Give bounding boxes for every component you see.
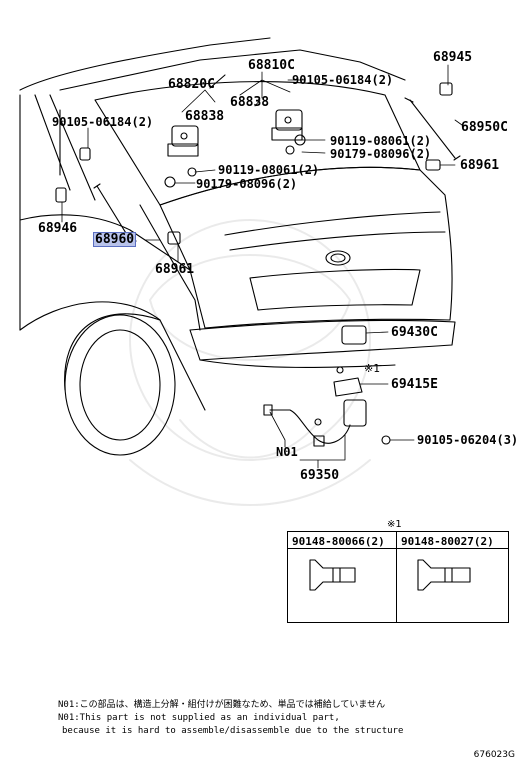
footnote-english-2: because it is hard to assemble/disassemb… xyxy=(62,726,404,736)
part-label-69430c[interactable]: 69430C xyxy=(391,325,438,340)
wire-harness xyxy=(269,409,351,444)
part-label-68950c[interactable]: 68950C xyxy=(461,120,508,135)
hatch-panel xyxy=(159,166,453,329)
screw-icon xyxy=(309,559,356,591)
part-label-69350[interactable]: 69350 xyxy=(300,468,340,483)
nut-icon xyxy=(164,176,176,188)
part-label-90119-08061-right[interactable]: 90119-08061(2) xyxy=(330,134,432,148)
leader-lines xyxy=(61,64,463,469)
part-label-68838-left[interactable]: 68838 xyxy=(185,109,225,124)
part-label-68961-right[interactable]: 68961 xyxy=(460,158,500,173)
part-label-90179-08096-left[interactable]: 90179-08096(2) xyxy=(196,177,298,191)
hatch-top-edge xyxy=(59,49,406,91)
part-label-68820c[interactable]: 68820C xyxy=(168,77,215,92)
footnote-japanese: N01:この部品は、構造上分解・組付けが困難なため、単品では補給していません xyxy=(58,700,386,710)
part-label-68961-left[interactable]: 68961 xyxy=(155,262,195,277)
table-mark: ※1 xyxy=(387,519,402,530)
part-label-90105-06184-left[interactable]: 90105-06184(2) xyxy=(52,115,154,129)
part-label-68946[interactable]: 68946 xyxy=(38,221,78,236)
table-header-divider xyxy=(288,548,508,549)
table-divider xyxy=(396,532,397,622)
hinge-left xyxy=(167,74,226,157)
part-label-90179-08096-right[interactable]: 90179-08096(2) xyxy=(330,147,432,161)
footnote-english-1: N01:This part is not supplied as an indi… xyxy=(58,713,340,723)
watermark xyxy=(129,219,371,506)
part-label-90119-08061-left[interactable]: 90119-08061(2) xyxy=(218,163,320,177)
parts-table: 90148-80066(2) 90148-80027(2) xyxy=(287,531,509,623)
hinge-right xyxy=(271,109,303,141)
strut-right xyxy=(404,82,461,171)
tail-light xyxy=(139,204,201,331)
part-label-68960-highlighted[interactable]: 68960 xyxy=(92,232,137,247)
table-header-90148-80066[interactable]: 90148-80066(2) xyxy=(292,535,385,548)
rear-wheel xyxy=(64,314,176,456)
roof-line xyxy=(19,37,271,91)
body-side xyxy=(19,94,191,331)
part-label-90105-06204[interactable]: 90105-06204(3) xyxy=(417,433,519,447)
table-header-90148-80027[interactable]: 90148-80027(2) xyxy=(401,535,494,548)
part-label-68945[interactable]: 68945 xyxy=(433,50,473,65)
part-label-n01: N01 xyxy=(276,445,298,459)
part-label-90105-06184-right[interactable]: 90105-06184(2) xyxy=(292,73,394,87)
hatch-inner-line-2 xyxy=(229,231,446,251)
lock-assembly xyxy=(333,325,391,445)
part-label-68810c[interactable]: 68810C xyxy=(248,58,295,73)
diagram-code: 676023G xyxy=(473,750,515,760)
screw-icon xyxy=(417,559,471,591)
emblem xyxy=(325,250,351,266)
hatch-inner-line xyxy=(224,211,441,236)
rear-bumper xyxy=(189,319,456,361)
part-label-69415e[interactable]: 69415E xyxy=(391,377,438,392)
note-mark-1: ※1 xyxy=(364,362,380,375)
license-recess xyxy=(249,268,421,311)
part-label-68838-right[interactable]: 68838 xyxy=(230,95,270,110)
